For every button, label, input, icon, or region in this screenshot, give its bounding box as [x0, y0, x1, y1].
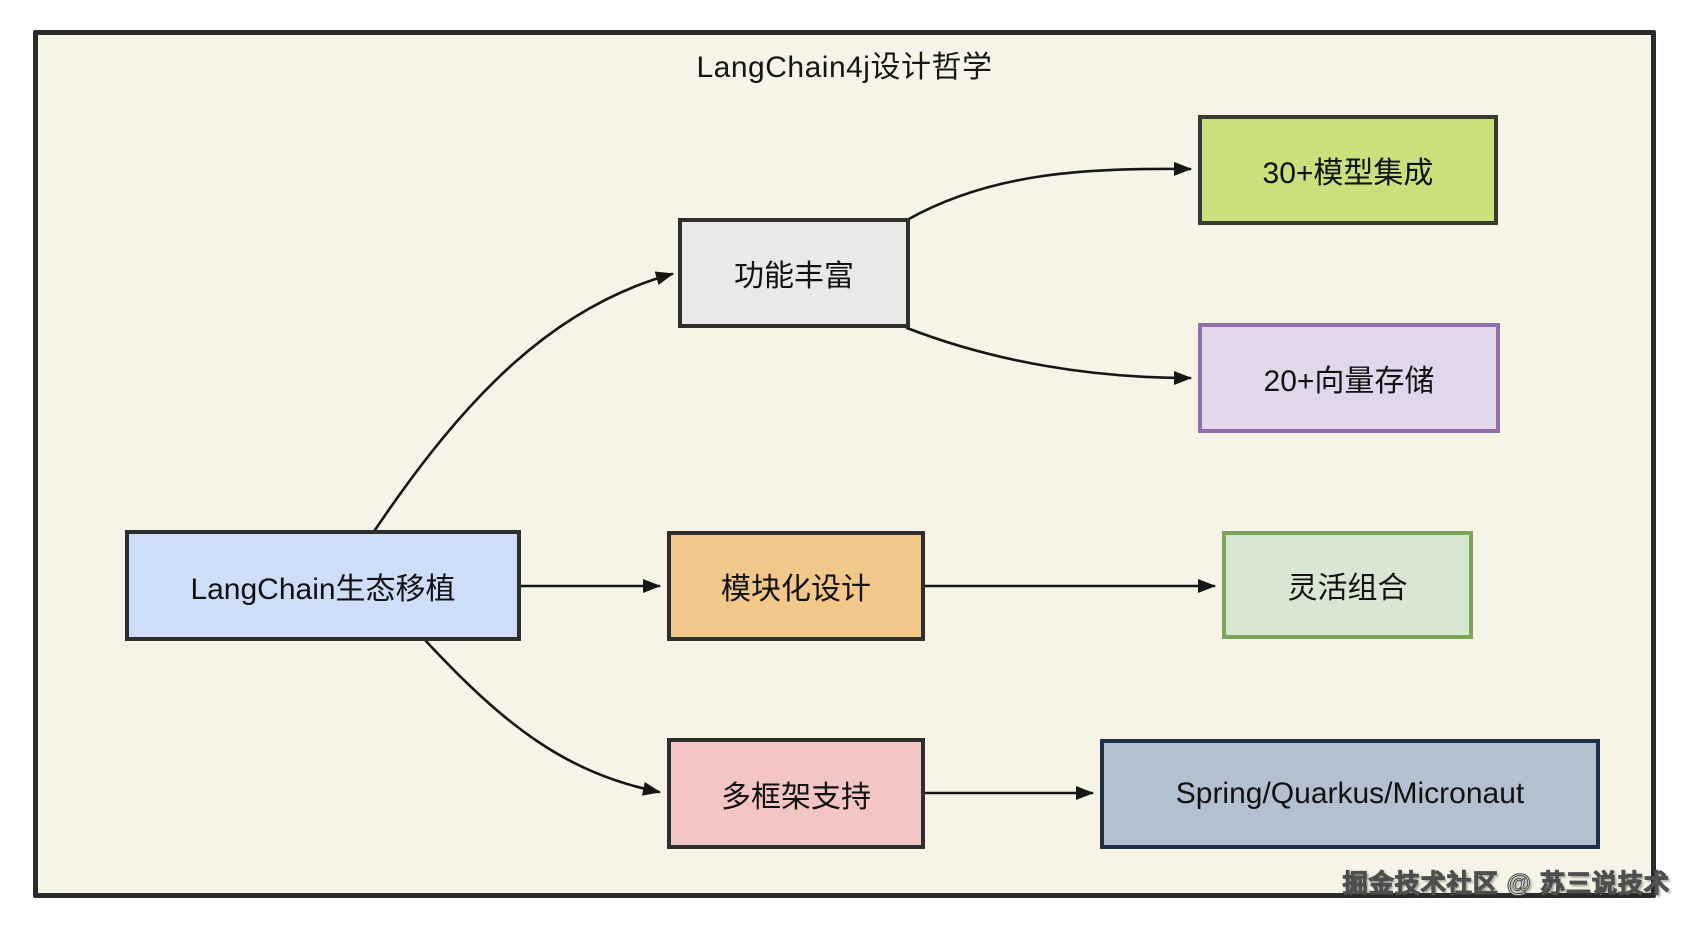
- node-vector-stores[interactable]: 20+向量存储: [1198, 323, 1500, 433]
- edge-root-to-feature: [373, 271, 674, 532]
- node-flexible-composition[interactable]: 灵活组合: [1222, 531, 1473, 639]
- node-model-integrations-label: 30+模型集成: [1262, 157, 1434, 190]
- edge-feature-to-vectors: [905, 326, 1192, 385]
- node-flexible-composition-label: 灵活组合: [1287, 572, 1408, 605]
- node-modular-design[interactable]: 模块化设计: [667, 531, 925, 641]
- node-modular-design-label: 模块化设计: [721, 573, 871, 606]
- node-langchain-ecosystem[interactable]: LangChain生态移植: [125, 530, 521, 641]
- node-model-integrations[interactable]: 30+模型集成: [1198, 115, 1498, 225]
- node-spring-quarkus-micronaut-label: Spring/Quarkus/Micronaut: [1175, 777, 1525, 810]
- node-feature-rich-label: 功能丰富: [734, 260, 854, 293]
- node-vector-stores-label: 20+向量存储: [1263, 365, 1435, 398]
- edge-feature-to-models: [905, 161, 1192, 222]
- node-langchain-ecosystem-label: LangChain生态移植: [190, 572, 456, 606]
- watermark: 掘金技术社区 @ 苏三说技术: [1342, 869, 1670, 898]
- node-feature-rich[interactable]: 功能丰富: [678, 218, 910, 328]
- edge-root-to-multiframe: [423, 638, 661, 796]
- node-multi-framework-support[interactable]: 多框架支持: [667, 738, 925, 849]
- node-multi-framework-support-label: 多框架支持: [721, 780, 871, 814]
- diagram-title: LangChain4j设计哲学: [696, 51, 993, 84]
- node-spring-quarkus-micronaut[interactable]: Spring/Quarkus/Micronaut: [1100, 739, 1600, 849]
